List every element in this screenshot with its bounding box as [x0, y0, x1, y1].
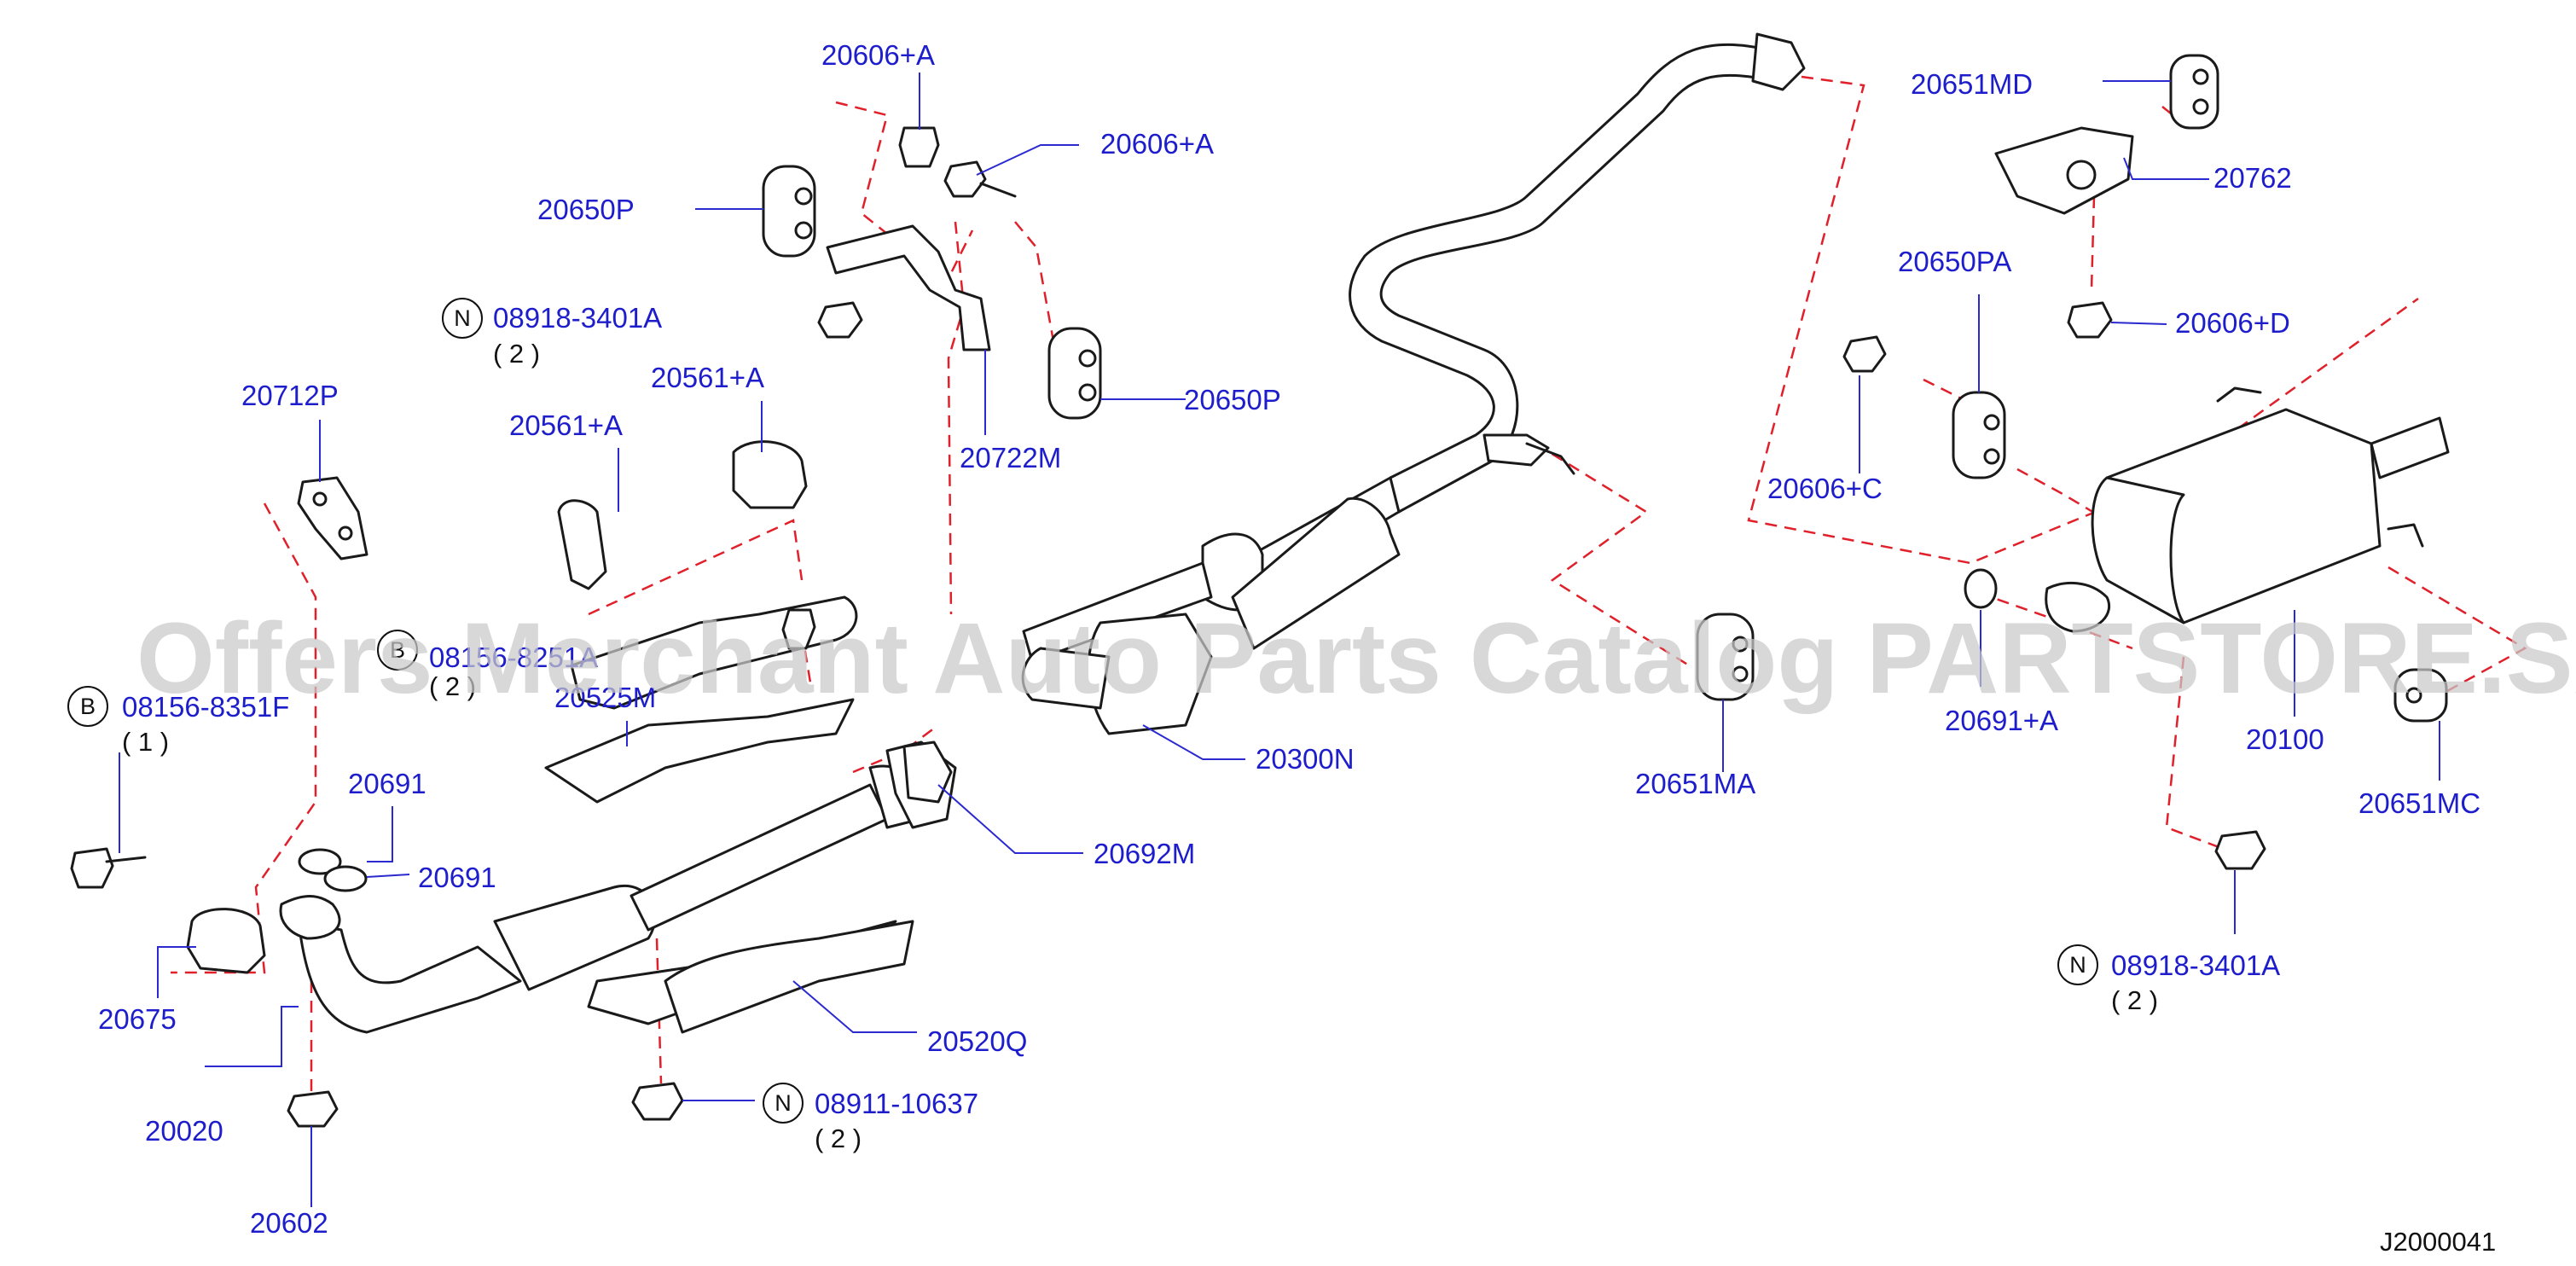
- label-20675: 20675: [98, 1003, 177, 1035]
- quantity-labels: ( 2 ) ( 2 ) ( 1 ) ( 2 ) ( 2 ): [122, 339, 2158, 1153]
- label-08156-8351f: 08156-8351F: [122, 691, 289, 723]
- label-20651ma: 20651MA: [1635, 768, 1755, 799]
- watermark: Offers Merchant Auto Parts Catalog PARTS…: [136, 602, 2576, 715]
- svg-text:B: B: [80, 694, 96, 719]
- label-08156-hidden: 08156-8251A: [429, 642, 598, 673]
- label-20691-top: 20691: [348, 768, 426, 799]
- label-20606a-top: 20606+A: [821, 39, 935, 71]
- label-20561a-right: 20561+A: [651, 362, 764, 393]
- diagram-code: J2000041: [2380, 1227, 2496, 1257]
- qty-08918-right: ( 2 ): [2111, 985, 2158, 1015]
- label-20650p-left: 20650P: [537, 194, 635, 225]
- hardware-parts: [70, 54, 2448, 1128]
- part-labels: 20606+A 20606+A 20650P 08918-3401A 20712…: [98, 39, 2480, 1239]
- label-20691a: 20691+A: [1945, 705, 2058, 736]
- svg-text:B: B: [390, 637, 405, 663]
- label-20520q: 20520Q: [927, 1025, 1027, 1057]
- rear-muffler-assembly: [2045, 386, 2450, 633]
- label-20606a-mid: 20606+A: [1100, 128, 1214, 160]
- badge-08911: N: [763, 1083, 804, 1124]
- badge-08918-right: N: [2057, 944, 2098, 985]
- label-20606c: 20606+C: [1767, 473, 1883, 504]
- label-20762: 20762: [2213, 162, 2292, 194]
- qty-08911: ( 2 ): [815, 1124, 862, 1153]
- label-20651md: 20651MD: [1911, 68, 2033, 100]
- qty-08918-left: ( 2 ): [493, 339, 540, 369]
- label-20300n: 20300N: [1256, 743, 1355, 775]
- badge-08156-8351f: B: [67, 686, 108, 727]
- label-08918-left: 08918-3401A: [493, 302, 662, 334]
- badge-08918-left: N: [442, 298, 483, 339]
- label-20561a-left: 20561+A: [509, 409, 623, 441]
- label-20722m: 20722M: [960, 442, 1061, 473]
- label-20691-bottom: 20691: [418, 862, 496, 893]
- svg-text:N: N: [2069, 952, 2086, 978]
- svg-text:N: N: [775, 1090, 792, 1116]
- label-20692m: 20692M: [1094, 838, 1195, 869]
- qty-08156-8351f: ( 1 ): [122, 727, 169, 757]
- label-20100: 20100: [2246, 723, 2324, 755]
- qty-08156-hidden: ( 2 ): [429, 671, 476, 701]
- label-20651mc: 20651MC: [2358, 787, 2480, 819]
- label-20712p: 20712P: [241, 380, 339, 411]
- main-pipe-route: [1021, 32, 1806, 735]
- fastener-badges: N B B N N: [67, 298, 2098, 1124]
- label-08918-right: 08918-3401A: [2111, 950, 2280, 981]
- svg-text:N: N: [454, 305, 471, 331]
- badge-08156-hidden: B: [377, 630, 418, 671]
- callout-leader-lines: [119, 73, 2440, 1207]
- label-20606d: 20606+D: [2175, 307, 2290, 339]
- label-08911: 08911-10637: [815, 1088, 978, 1119]
- label-20020: 20020: [145, 1115, 223, 1147]
- label-20525m: 20525M: [554, 682, 656, 713]
- label-20602: 20602: [250, 1207, 328, 1239]
- label-20650pa: 20650PA: [1898, 246, 2011, 277]
- label-20650p-right: 20650P: [1184, 384, 1281, 415]
